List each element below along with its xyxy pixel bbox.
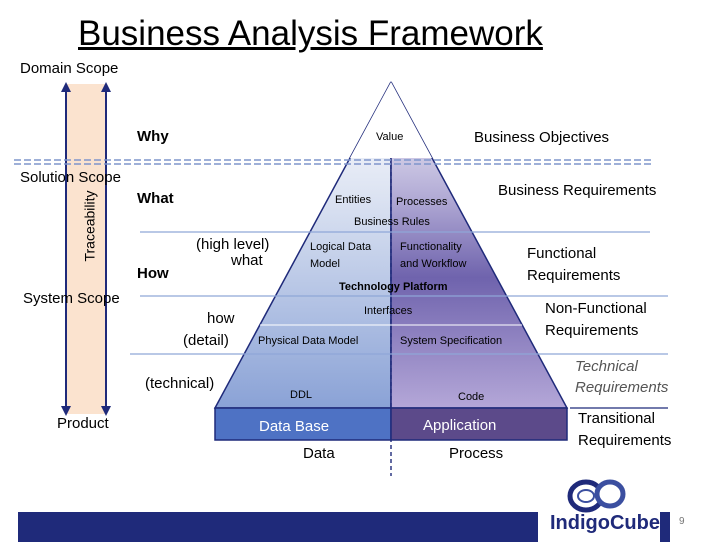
product-label: Product: [57, 415, 109, 432]
entities-label: Entities: [335, 194, 372, 206]
page-title: Business Analysis Framework: [78, 14, 543, 53]
non-functional-requirements-label-1: Non-Functional: [545, 300, 647, 317]
processes-label: Processes: [396, 196, 448, 208]
database-label: Data Base: [259, 418, 330, 435]
detail-note: (detail): [183, 332, 229, 349]
functionality-label-2: and Workflow: [400, 258, 467, 270]
physical-data-model-label: Physical Data Model: [258, 335, 359, 347]
high-level-note: (high level): [196, 236, 270, 253]
code-label: Code: [458, 391, 485, 403]
how-label: How: [137, 265, 169, 282]
system-specification-label: System Specification: [400, 335, 503, 347]
footer-bar-right: [660, 512, 670, 542]
business-rules-label: Business Rules: [354, 216, 430, 228]
logical-data-model-label-2: Model: [310, 258, 340, 270]
traceability-label: Traceability: [81, 190, 98, 262]
interfaces-label: Interfaces: [364, 305, 413, 317]
footer-bar: [18, 512, 538, 542]
domain-scope-label: Domain Scope: [20, 60, 119, 77]
system-scope-label: System Scope: [23, 290, 120, 307]
data-label: Data: [303, 445, 335, 462]
business-requirements-label: Business Requirements: [498, 182, 657, 199]
non-functional-requirements-label-2: Requirements: [545, 322, 639, 339]
indigocube-logo: IndigoCube: [548, 476, 660, 542]
functional-requirements-label-1: Functional: [527, 245, 597, 262]
technical-requirements-label-1: Technical: [575, 358, 638, 375]
what-note: what: [231, 252, 263, 269]
how-note: how: [207, 310, 235, 327]
what-label: What: [137, 190, 174, 207]
functional-requirements-label-2: Requirements: [527, 267, 621, 284]
transitional-requirements-label-2: Requirements: [578, 432, 672, 449]
application-bar: [390, 407, 568, 441]
transitional-requirements-label-1: Transitional: [578, 410, 655, 427]
functionality-label-1: Functionality: [400, 241, 462, 253]
value-label: Value: [376, 131, 404, 143]
technical-note: (technical): [145, 375, 215, 392]
logo-mark-icon: [567, 479, 626, 513]
application-label: Application: [423, 417, 497, 434]
ddl-label: DDL: [290, 389, 313, 401]
solution-scope-label: Solution Scope: [20, 169, 121, 186]
page-number: 9: [679, 516, 685, 527]
traceability-band: [66, 84, 106, 414]
why-label: Why: [137, 128, 169, 145]
process-label: Process: [449, 445, 504, 462]
technology-platform-label: Technology Platform: [339, 281, 448, 293]
logical-data-model-label-1: Logical Data: [310, 241, 372, 253]
technical-requirements-label-2: Requirements: [575, 379, 669, 396]
business-objectives-label: Business Objectives: [474, 129, 610, 146]
